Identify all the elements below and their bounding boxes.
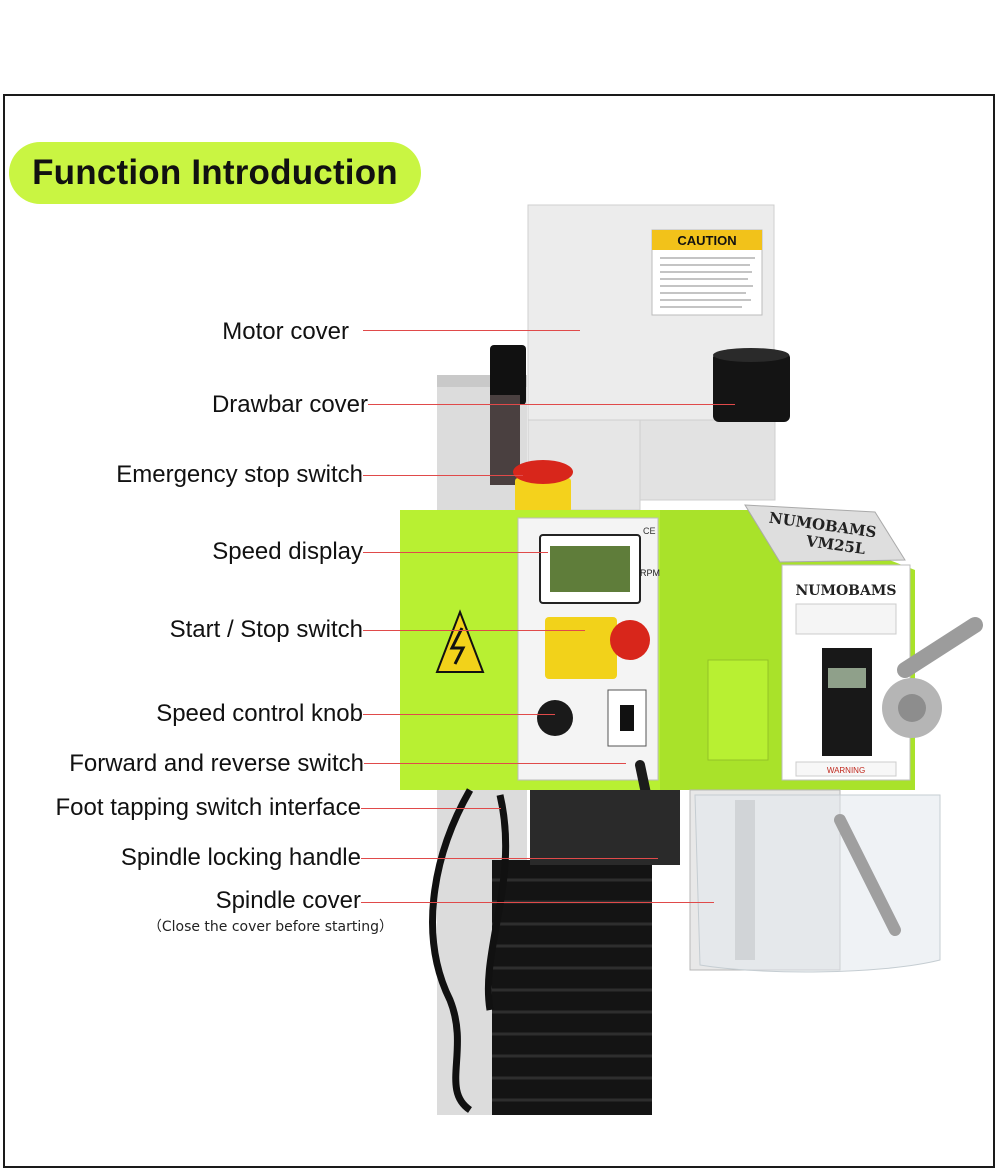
leader-speed-control-knob [363, 714, 555, 715]
leader-emergency-stop-switch [363, 475, 523, 476]
section-title: Function Introduction [32, 153, 398, 192]
label-spindle-cover: Spindle cover [215, 887, 361, 914]
leader-foot-tapping-switch-interface [361, 808, 501, 809]
emergency-stop-button [513, 460, 573, 484]
column-cap [490, 345, 526, 405]
rpm-label: RPM [640, 568, 660, 578]
quill-lever [834, 814, 901, 936]
spindle-cover-note: （Close the cover before starting） [147, 919, 393, 935]
brand-plate: NUMOBAMS VM25L [744, 504, 906, 563]
leader-spindle-cover [361, 902, 714, 903]
electrical-warning-sticker [435, 609, 485, 673]
caution-sticker: CAUTION [651, 229, 763, 316]
leader-speed-display [363, 552, 548, 553]
leader-drawbar-cover [368, 404, 735, 405]
label-forward-reverse-switch: Forward and reverse switch [69, 750, 364, 777]
leader-motor-cover [363, 330, 580, 331]
label-foot-tapping-switch-interface: Foot tapping switch interface [55, 794, 362, 821]
label-start-stop-switch: Start / Stop switch [169, 616, 363, 643]
panel-brand-text: NUMOBAMS [795, 583, 896, 599]
start-stop-switch-shape [545, 617, 617, 679]
feed-lever [897, 617, 983, 678]
leader-spindle-locking-handle [361, 858, 658, 859]
leader-start-stop-switch [363, 630, 585, 631]
label-spindle-locking-handle: Spindle locking handle [120, 844, 361, 871]
drawbar-cover-shape [713, 352, 790, 422]
leader-forward-reverse-switch [364, 763, 626, 764]
ce-mark: CE [643, 526, 656, 536]
stop-button [610, 620, 650, 660]
forward-reverse-switch-shape [620, 705, 634, 731]
caution-title: CAUTION [677, 233, 736, 248]
digital-control-pad [822, 648, 872, 756]
label-speed-control-knob: Speed control knob [156, 700, 363, 727]
label-motor-cover: Motor cover [222, 318, 349, 345]
label-speed-display: Speed display [212, 538, 363, 565]
section-title-pill: Function Introduction [9, 142, 421, 204]
content-frame [3, 94, 995, 1168]
label-drawbar-cover: Drawbar cover [211, 391, 368, 418]
foot-switch-cable [429, 788, 474, 1113]
warning-label: WARNING [827, 766, 865, 775]
speed-control-knob-shape [537, 700, 573, 736]
emergency-stop-base [515, 478, 571, 512]
spindle-cover-shape [694, 794, 941, 973]
label-emergency-stop-switch: Emergency stop switch [116, 461, 363, 488]
